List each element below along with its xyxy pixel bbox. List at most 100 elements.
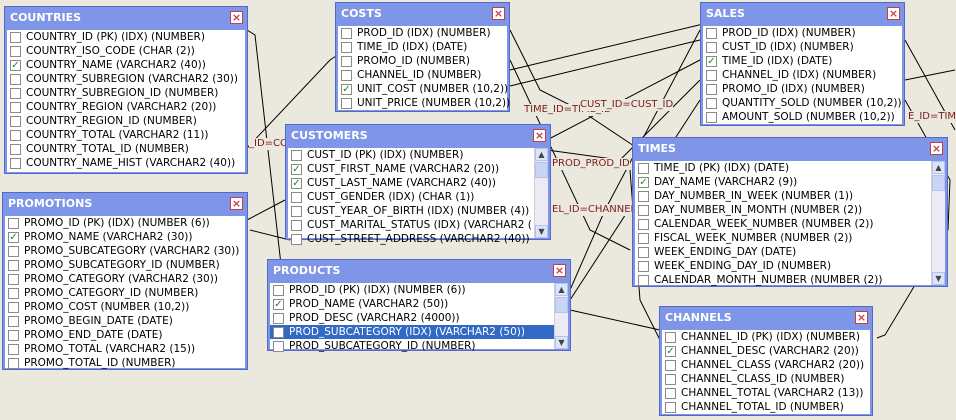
column-row[interactable]: PROD_SUBCATEGORY (IDX) (VARCHAR2 (50))	[270, 325, 568, 339]
column-row[interactable]: DAY_NUMBER_IN_MONTH (NUMBER (2))	[635, 203, 945, 217]
column-checkbox[interactable]	[706, 111, 717, 123]
column-checkbox[interactable]	[273, 284, 284, 296]
column-checkbox[interactable]	[273, 326, 284, 338]
column-checkbox[interactable]	[341, 97, 352, 109]
table-title[interactable]: COSTS×	[341, 7, 505, 20]
column-row[interactable]: COUNTRY_NAME_HIST (VARCHAR2 (40))	[7, 156, 245, 170]
column-row[interactable]: ✓DAY_NAME (VARCHAR2 (9))	[635, 175, 945, 189]
column-checkbox[interactable]	[706, 27, 717, 39]
column-checkbox[interactable]: ✓	[273, 298, 284, 310]
close-icon[interactable]: ×	[887, 7, 900, 20]
column-row[interactable]: ✓TIME_ID (IDX) (DATE)	[703, 54, 902, 68]
column-row[interactable]: COUNTRY_SUBREGION_ID (NUMBER)	[7, 86, 245, 100]
column-row[interactable]: CHANNEL_ID (IDX) (NUMBER)	[703, 68, 902, 82]
table-title[interactable]: COUNTRIES×	[10, 11, 243, 24]
table-title[interactable]: CHANNELS×	[665, 311, 868, 324]
scroll-down-icon[interactable]: ▼	[932, 272, 945, 285]
scroll-thumb[interactable]	[535, 162, 548, 178]
column-row[interactable]: PROMO_SUBCATEGORY (VARCHAR2 (30))	[5, 244, 245, 258]
column-checkbox[interactable]	[291, 219, 302, 231]
column-row[interactable]: PROMO_END_DATE (DATE)	[5, 328, 245, 342]
column-checkbox[interactable]	[10, 87, 21, 99]
column-checkbox[interactable]	[291, 233, 302, 245]
scroll-down-icon[interactable]: ▼	[535, 225, 548, 238]
scroll-up-icon[interactable]: ▲	[535, 148, 548, 161]
column-checkbox[interactable]	[638, 190, 649, 202]
column-row[interactable]: CHANNEL_TOTAL_ID (NUMBER)	[662, 400, 870, 414]
column-checkbox[interactable]	[8, 315, 19, 327]
column-row[interactable]: CHANNEL_CLASS (VARCHAR2 (20))	[662, 358, 870, 372]
column-checkbox[interactable]	[665, 359, 676, 371]
close-icon[interactable]: ×	[492, 7, 505, 20]
table-channels[interactable]: CHANNELS× CHANNEL_ID (PK) (IDX) (NUMBER)…	[659, 306, 873, 416]
column-checkbox[interactable]	[8, 259, 19, 271]
scroll-up-icon[interactable]: ▲	[932, 161, 945, 174]
column-row[interactable]: FISCAL_WEEK_NUMBER (NUMBER (2))	[635, 231, 945, 245]
column-row[interactable]: CHANNEL_TOTAL (VARCHAR2 (13))	[662, 386, 870, 400]
vertical-scrollbar[interactable]: ▲▼	[931, 161, 945, 285]
column-checkbox[interactable]	[10, 157, 21, 169]
column-checkbox[interactable]	[706, 97, 717, 109]
column-checkbox[interactable]	[8, 217, 19, 229]
column-row[interactable]: ✓UNIT_COST (NUMBER (10,2))	[338, 82, 508, 96]
column-row[interactable]: CUST_STREET_ADDRESS (VARCHAR2 (40))	[288, 232, 548, 246]
column-checkbox[interactable]	[10, 31, 21, 43]
column-row[interactable]: PROD_DESC (VARCHAR2 (4000))	[270, 311, 568, 325]
column-row[interactable]: PROMO_BEGIN_DATE (DATE)	[5, 314, 245, 328]
close-icon[interactable]: ×	[230, 197, 243, 210]
column-checkbox[interactable]	[8, 357, 19, 369]
column-checkbox[interactable]: ✓	[291, 163, 302, 175]
column-checkbox[interactable]	[665, 401, 676, 413]
column-checkbox[interactable]	[341, 69, 352, 81]
column-checkbox[interactable]: ✓	[341, 83, 352, 95]
column-row[interactable]: CALENDAR_MONTH_NUMBER (NUMBER (2))	[635, 273, 945, 287]
column-checkbox[interactable]	[10, 129, 21, 141]
column-checkbox[interactable]	[8, 245, 19, 257]
column-row[interactable]: COUNTRY_REGION_ID (NUMBER)	[7, 114, 245, 128]
column-checkbox[interactable]	[706, 83, 717, 95]
column-checkbox[interactable]: ✓	[10, 59, 21, 71]
column-checkbox[interactable]	[273, 312, 284, 324]
column-row[interactable]: PROMO_ID (PK) (IDX) (NUMBER (6))	[5, 216, 245, 230]
column-row[interactable]: ✓PROMO_NAME (VARCHAR2 (30))	[5, 230, 245, 244]
table-title[interactable]: PRODUCTS×	[273, 264, 566, 277]
close-icon[interactable]: ×	[533, 129, 546, 142]
table-title[interactable]: SALES×	[706, 7, 900, 20]
column-checkbox[interactable]	[638, 218, 649, 230]
table-title[interactable]: PROMOTIONS×	[8, 197, 243, 210]
column-checkbox[interactable]	[8, 273, 19, 285]
column-row[interactable]: PROMO_ID (IDX) (NUMBER)	[703, 82, 902, 96]
column-checkbox[interactable]	[10, 115, 21, 127]
column-row[interactable]: PROMO_CATEGORY_ID (NUMBER)	[5, 286, 245, 300]
column-row[interactable]: PROMO_ID (NUMBER)	[338, 54, 507, 68]
column-checkbox[interactable]	[8, 287, 19, 299]
column-checkbox[interactable]	[10, 45, 21, 57]
column-checkbox[interactable]	[706, 69, 717, 81]
column-row[interactable]: CHANNEL_ID (NUMBER)	[338, 68, 507, 82]
scroll-thumb[interactable]	[555, 297, 568, 313]
column-row[interactable]: ✓CUST_LAST_NAME (VARCHAR2 (40))	[288, 176, 548, 190]
column-row[interactable]: CHANNEL_CLASS_ID (NUMBER)	[662, 372, 870, 386]
column-row[interactable]: ✓CUST_FIRST_NAME (VARCHAR2 (20))	[288, 162, 548, 176]
column-row[interactable]: TIME_ID (PK) (IDX) (DATE)	[635, 161, 945, 175]
column-checkbox[interactable]	[665, 331, 676, 343]
column-row[interactable]: COUNTRY_TOTAL (VARCHAR2 (11))	[7, 128, 245, 142]
table-title[interactable]: CUSTOMERS×	[291, 129, 546, 142]
column-checkbox[interactable]	[638, 204, 649, 216]
column-checkbox[interactable]	[706, 41, 717, 53]
vertical-scrollbar[interactable]: ▲▼	[554, 283, 568, 349]
column-checkbox[interactable]	[8, 343, 19, 355]
column-row[interactable]: PROMO_TOTAL (VARCHAR2 (15))	[5, 342, 245, 356]
column-row[interactable]: ✓PROD_NAME (VARCHAR2 (50))	[270, 297, 568, 311]
table-countries[interactable]: COUNTRIES× COUNTRY_ID (PK) (IDX) (NUMBER…	[4, 6, 248, 174]
column-checkbox[interactable]	[638, 246, 649, 258]
column-row[interactable]: ✓COUNTRY_NAME (VARCHAR2 (40))	[7, 58, 245, 72]
column-checkbox[interactable]	[665, 373, 676, 385]
close-icon[interactable]: ×	[230, 11, 243, 24]
column-row[interactable]: PROD_SUBCATEGORY_ID (NUMBER)	[270, 339, 568, 353]
column-row[interactable]: CUST_YEAR_OF_BIRTH (IDX) (NUMBER (4))	[288, 204, 548, 218]
column-row[interactable]: CHANNEL_ID (PK) (IDX) (NUMBER)	[662, 330, 870, 344]
column-row[interactable]: WEEK_ENDING_DAY (DATE)	[635, 245, 945, 259]
column-checkbox[interactable]	[273, 340, 284, 352]
column-row[interactable]: CUST_ID (PK) (IDX) (NUMBER)	[288, 148, 548, 162]
